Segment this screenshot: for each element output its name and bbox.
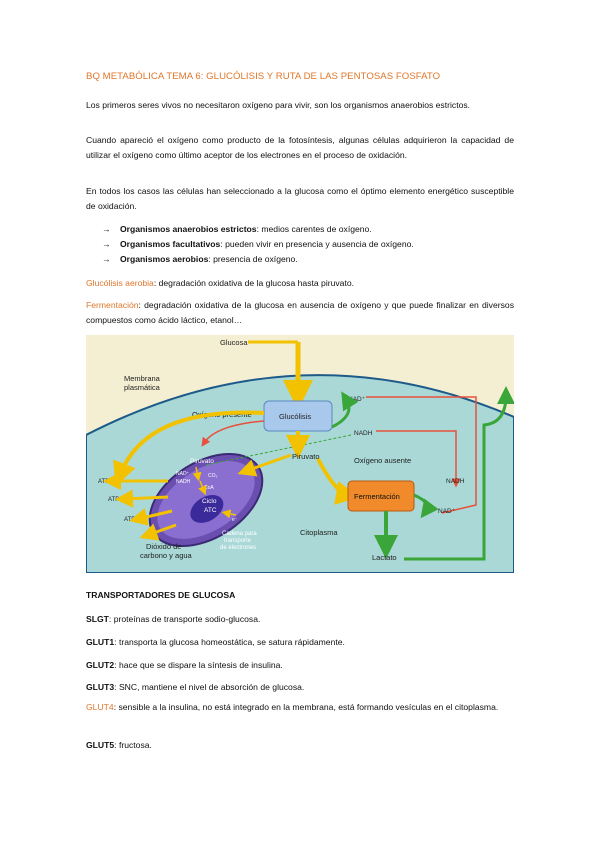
transporter-desc: : sensible a la insulina, no está integr… — [113, 702, 499, 712]
list-item-desc: : presencia de oxígeno. — [208, 254, 298, 264]
label-co2: CO₂ — [208, 473, 218, 479]
label-piruvato: Piruvato — [292, 452, 320, 461]
section-title: TRANSPORTADORES DE GLUCOSA — [86, 590, 236, 600]
transporter-slgt: SLGT: proteínas de transporte sodio-gluc… — [86, 614, 260, 624]
definition-desc: : degradación oxidativa de la glucosa en… — [86, 300, 514, 326]
label-nadh-mito: NADH — [176, 479, 191, 485]
label-nad-top: NAD⁺ — [348, 396, 366, 403]
intro-paragraph-1: Los primeros seres vivos no necesitaron … — [86, 100, 471, 110]
transporter-glut4: GLUT4: sensible a la insulina, no está i… — [86, 700, 514, 715]
definition-desc: : degradación oxidativa de la glucosa ha… — [153, 278, 355, 288]
transporter-desc: : transporta la glucosa homeostática, se… — [114, 637, 345, 647]
transporter-term: GLUT5 — [86, 740, 115, 750]
label-coa: CoA — [204, 485, 214, 491]
list-item: → Organismos facultativos: pueden vivir e… — [102, 239, 414, 249]
transporter-term: GLUT4 — [86, 702, 114, 712]
label-e-minus: e⁻ — [232, 517, 238, 523]
mitochondria — [148, 452, 264, 548]
transporter-desc: : proteínas de transporte sodio-glucosa. — [108, 614, 261, 624]
transporter-term: GLUT2 — [86, 660, 115, 670]
label-cadena-2: transporte — [224, 538, 252, 544]
label-cadena-3: de electrones — [220, 545, 256, 551]
intro-paragraph-3: En todos los casos las células han selec… — [86, 186, 514, 212]
transporter-term: GLUT1 — [86, 637, 115, 647]
definition-fermentacion: Fermentación: degradación oxidativa de l… — [86, 298, 514, 328]
label-plasmatica: plasmática — [124, 383, 161, 392]
label-glucolisis: Glucólisis — [279, 412, 311, 421]
transporter-glut1: GLUT1: transporta la glucosa homeostátic… — [86, 637, 345, 647]
list-item-term: Organismos aerobios — [120, 254, 209, 264]
label-lactato: Lactato — [372, 553, 397, 562]
glycolysis-diagram: Glucosa Membrana plasmática Glucólisis O… — [86, 335, 514, 573]
arrow-icon: → — [102, 239, 111, 249]
label-membrana: Membrana — [124, 374, 161, 383]
label-nad-mito: NAD⁺ — [176, 471, 190, 477]
document-title: BQ METABÓLICA TEMA 6: GLUCÓLISIS Y RUTA … — [86, 71, 441, 82]
list-item-term: Organismos facultativos — [120, 239, 221, 249]
transporter-desc: : hace que se dispare la síntesis de ins… — [114, 660, 283, 670]
list-item-term: Organismos anaerobios estrictos — [120, 224, 257, 234]
label-nad-right: NAD⁺ — [438, 508, 456, 515]
list-item: → Organismos aerobios: presencia de oxíge… — [102, 254, 298, 264]
label-nadh-top: NADH — [354, 430, 373, 437]
label-fermentacion: Fermentación — [354, 492, 400, 501]
label-ciclo: Ciclo — [202, 498, 217, 505]
label-piruvato-mito: Piruvato — [190, 458, 214, 465]
definition-term: Glucólisis aerobia — [86, 278, 154, 288]
transporter-glut2: GLUT2: hace que se dispare la síntesis d… — [86, 660, 283, 670]
label-atp-1: ATP — [98, 479, 109, 485]
transporter-term: GLUT3 — [86, 682, 115, 692]
label-citoplasma: Citoplasma — [300, 528, 338, 537]
transporter-desc: : fructosa. — [114, 740, 152, 750]
transporter-glut5: GLUT5: fructosa. — [86, 740, 152, 750]
arrow-icon: → — [102, 254, 111, 264]
label-glucosa: Glucosa — [220, 338, 248, 347]
list-item-desc: : pueden vivir en presencia y ausencia d… — [220, 239, 414, 249]
label-atc: ATC — [204, 507, 217, 514]
transporter-glut3: GLUT3: SNC, mantiene el nivel de absorci… — [86, 682, 304, 692]
label-atp-3: ATP — [124, 517, 135, 523]
list-item: → Organismos anaerobios estrictos: medios… — [102, 224, 372, 234]
intro-paragraph-2: Cuando apareció el oxígeno como producto… — [86, 135, 514, 161]
definition-term: Fermentación — [86, 300, 139, 310]
krebs-cycle — [190, 494, 224, 523]
label-dioxido-1: Dióxido de — [146, 542, 181, 551]
list-item-desc: : medios carentes de oxígeno. — [256, 224, 372, 234]
definition-glucolisis: Glucólisis aerobia: degradación oxidativ… — [86, 276, 514, 291]
label-nadh-right: NADH — [446, 478, 465, 485]
transporter-term: SLGT — [86, 614, 109, 624]
label-cadena-1: Cadena para — [222, 531, 257, 537]
transporter-desc: : SNC, mantiene el nivel de absorción de… — [114, 682, 305, 692]
oxygen-present-arrow — [113, 410, 265, 487]
arrow-icon: → — [102, 224, 111, 234]
label-oxigeno-ausente: Oxígeno ausente — [354, 456, 411, 465]
label-dioxido-2: carbono y agua — [140, 551, 193, 560]
label-atp-2: ATP — [108, 497, 119, 503]
